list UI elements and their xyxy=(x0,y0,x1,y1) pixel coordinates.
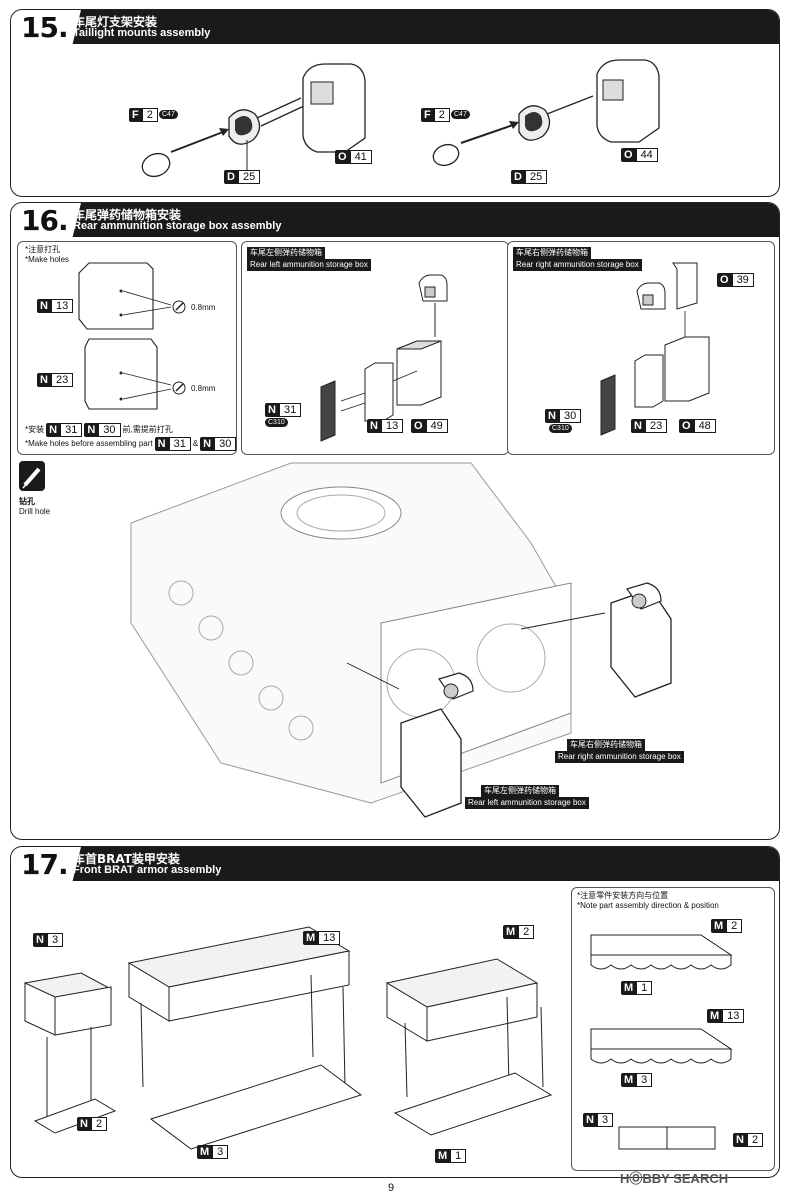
panel-n13-drawing xyxy=(78,262,186,410)
chip-c310-left: C310 xyxy=(265,418,288,427)
step-header-bar xyxy=(11,203,779,237)
taillight-mount-right-drawing xyxy=(432,59,660,167)
step-title-en: Taillight mounts assembly xyxy=(73,27,211,39)
step-number: 17. xyxy=(21,848,69,881)
drill-hole-zh: 钻孔 xyxy=(19,497,35,506)
rear-right-box-title-en: Rear right ammunition storage box xyxy=(513,259,642,271)
step-header-bar xyxy=(11,847,779,881)
step-title-zh: 车尾灯支架安装 xyxy=(73,15,158,29)
rear-left-box-title-zh: 车尾左侧弹药储物箱 xyxy=(247,247,325,259)
assembly-direction-side-views xyxy=(590,934,733,1150)
step-title-zh: 车尾弹药储物箱安装 xyxy=(73,208,182,222)
drill-hole-en: Drill hole xyxy=(19,507,51,516)
step-header-number-area xyxy=(11,10,81,44)
vehicle-rear-hull-drawing xyxy=(130,462,672,818)
step-header-number-area xyxy=(11,203,81,237)
chip-c310-right: C310 xyxy=(549,424,572,433)
callout-right-box-en: Rear right ammunition storage box xyxy=(555,751,684,763)
step-number: 16. xyxy=(21,204,69,237)
callout-left-box-en: Rear left ammunition storage box xyxy=(465,797,589,809)
rear-left-box-drawing xyxy=(320,274,448,442)
rear-left-box-title-en: Rear left ammunition storage box xyxy=(247,259,371,271)
assembly-note-zh: *注意零件安装方向与位置 xyxy=(577,891,669,900)
step-header-number-area xyxy=(11,847,81,881)
drill-note-en: *Make holes xyxy=(25,255,70,264)
drill-note-zh: *注意打孔 xyxy=(25,245,61,254)
taillight-mount-left-drawing xyxy=(141,63,366,178)
drill-hole-icon xyxy=(19,461,45,491)
step-header-bar xyxy=(11,10,779,44)
brat-armor-assemblies-drawing xyxy=(23,926,553,1150)
callout-left-box-zh: 车尾左侧弹药储物箱 xyxy=(481,785,559,797)
rear-right-box-title-zh: 车尾右侧弹药储物箱 xyxy=(513,247,591,259)
step-16-panel: 16. 车尾弹药储物箱安装 Rear ammunition storage bo… xyxy=(10,202,780,840)
step-number: 15. xyxy=(21,11,69,44)
chip-c47-right: C47 xyxy=(451,110,470,119)
step-title-en: Front BRAT armor assembly xyxy=(73,864,222,876)
step-17-panel: 17. 车首BRAT装甲安装 Front BRAT armor assembly… xyxy=(10,846,780,1178)
hole-size-label-1: 0.8mm xyxy=(191,303,216,312)
rear-right-box-drawing xyxy=(600,262,710,436)
watermark-logo: HⓄBBY SEARCH xyxy=(620,1171,729,1186)
step-title-zh: 车首BRAT装甲安装 xyxy=(73,852,180,866)
step-title-en: Rear ammunition storage box assembly xyxy=(73,220,282,232)
page-number: 9 xyxy=(388,1182,395,1194)
callout-right-box-zh: 车尾右侧弹药储物箱 xyxy=(567,739,645,751)
chip-c47-left: C47 xyxy=(159,110,178,119)
assembly-note-en: *Note part assembly direction & position xyxy=(577,901,719,910)
hole-size-label-2: 0.8mm xyxy=(191,384,216,393)
